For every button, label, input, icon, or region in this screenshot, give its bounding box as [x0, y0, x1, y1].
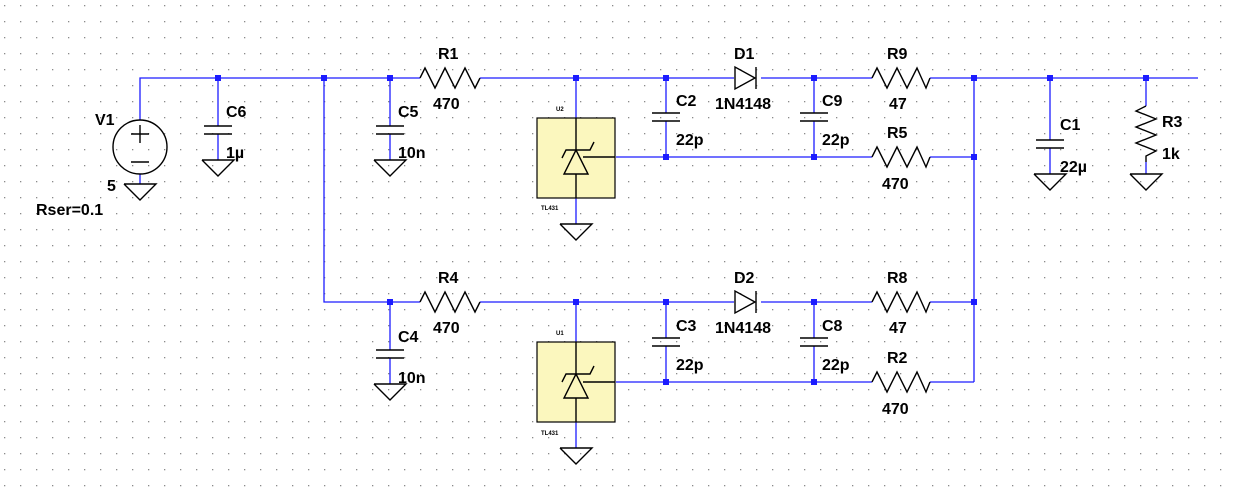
c1-ref-label: C1: [1060, 117, 1081, 134]
c4-value-label: 10n: [398, 370, 426, 387]
capacitor-c9[interactable]: [800, 112, 828, 122]
c2-value-label: 22p: [676, 132, 704, 149]
wires: [139, 77, 1198, 448]
capacitor-c6[interactable]: [204, 125, 232, 135]
r1-ref-label: R1: [438, 46, 459, 63]
r4-ref-label: R4: [438, 270, 459, 287]
r4-value-label: 470: [433, 320, 460, 337]
d1-ref-label: D1: [734, 46, 755, 63]
capacitor-c8[interactable]: [800, 337, 828, 347]
r5-value-label: 470: [882, 176, 909, 193]
ground-icon: [373, 159, 408, 177]
c8-value-label: 22p: [822, 357, 850, 374]
r3-ref-label: R3: [1162, 114, 1183, 131]
capacitor-c1[interactable]: [1036, 139, 1064, 149]
v1-ref-label: V1: [95, 112, 115, 129]
capacitor-c2[interactable]: [652, 112, 680, 122]
d1-value-label: 1N4148: [715, 96, 771, 113]
c1-value-label: 22µ: [1060, 159, 1087, 176]
resistor-r3[interactable]: [1134, 105, 1158, 162]
ic-u2[interactable]: [536, 117, 616, 199]
c2-ref-label: C2: [676, 93, 697, 110]
c6-value-label: 1µ: [226, 145, 244, 162]
c6-ref-label: C6: [226, 104, 247, 121]
c5-ref-label: C5: [398, 104, 419, 121]
c8-ref-label: C8: [822, 318, 843, 335]
v1-value-label: 5: [107, 178, 116, 195]
v1-rser-label: Rser=0.1: [36, 202, 103, 219]
capacitor-c3[interactable]: [652, 337, 680, 347]
r8-value-label: 47: [889, 320, 907, 337]
u1-ref-label: U1: [556, 331, 564, 337]
resistor-r9[interactable]: [871, 66, 931, 90]
ground-icon: [559, 447, 594, 465]
c9-value-label: 22p: [822, 132, 850, 149]
ground-icon: [123, 183, 158, 201]
r5-ref-label: R5: [887, 125, 908, 142]
r3-value-label: 1k: [1162, 146, 1180, 163]
ground-icon: [201, 159, 236, 177]
capacitor-c5[interactable]: [376, 125, 404, 135]
r8-ref-label: R8: [887, 270, 908, 287]
c3-ref-label: C3: [676, 318, 697, 335]
c5-value-label: 10n: [398, 145, 426, 162]
r2-value-label: 470: [882, 401, 909, 418]
voltage-source-v1[interactable]: [112, 119, 168, 175]
resistor-r4[interactable]: [419, 290, 481, 314]
resistor-r5[interactable]: [871, 145, 931, 169]
r9-ref-label: R9: [887, 46, 908, 63]
r1-value-label: 470: [433, 96, 460, 113]
r9-value-label: 47: [889, 96, 907, 113]
ground-icon: [373, 383, 408, 401]
ic-u1[interactable]: [536, 341, 616, 423]
c3-value-label: 22p: [676, 357, 704, 374]
c9-ref-label: C9: [822, 93, 843, 110]
capacitor-c4[interactable]: [376, 349, 404, 359]
resistor-r2[interactable]: [871, 370, 931, 394]
diode-d1[interactable]: [734, 65, 757, 91]
u2-part-label: TL431: [541, 206, 559, 212]
r2-ref-label: R2: [887, 350, 908, 367]
d2-ref-label: D2: [734, 270, 755, 287]
resistor-r8[interactable]: [871, 290, 931, 314]
ground-icon: [1033, 173, 1068, 191]
u2-ref-label: U2: [556, 107, 564, 113]
ground-icon: [1129, 173, 1164, 191]
resistor-r1[interactable]: [419, 66, 481, 90]
junctions: [215, 75, 1149, 385]
c4-ref-label: C4: [398, 329, 419, 346]
ground-icon: [559, 223, 594, 241]
d2-value-label: 1N4148: [715, 320, 771, 337]
u1-part-label: TL431: [541, 431, 559, 437]
diode-d2[interactable]: [734, 289, 757, 315]
